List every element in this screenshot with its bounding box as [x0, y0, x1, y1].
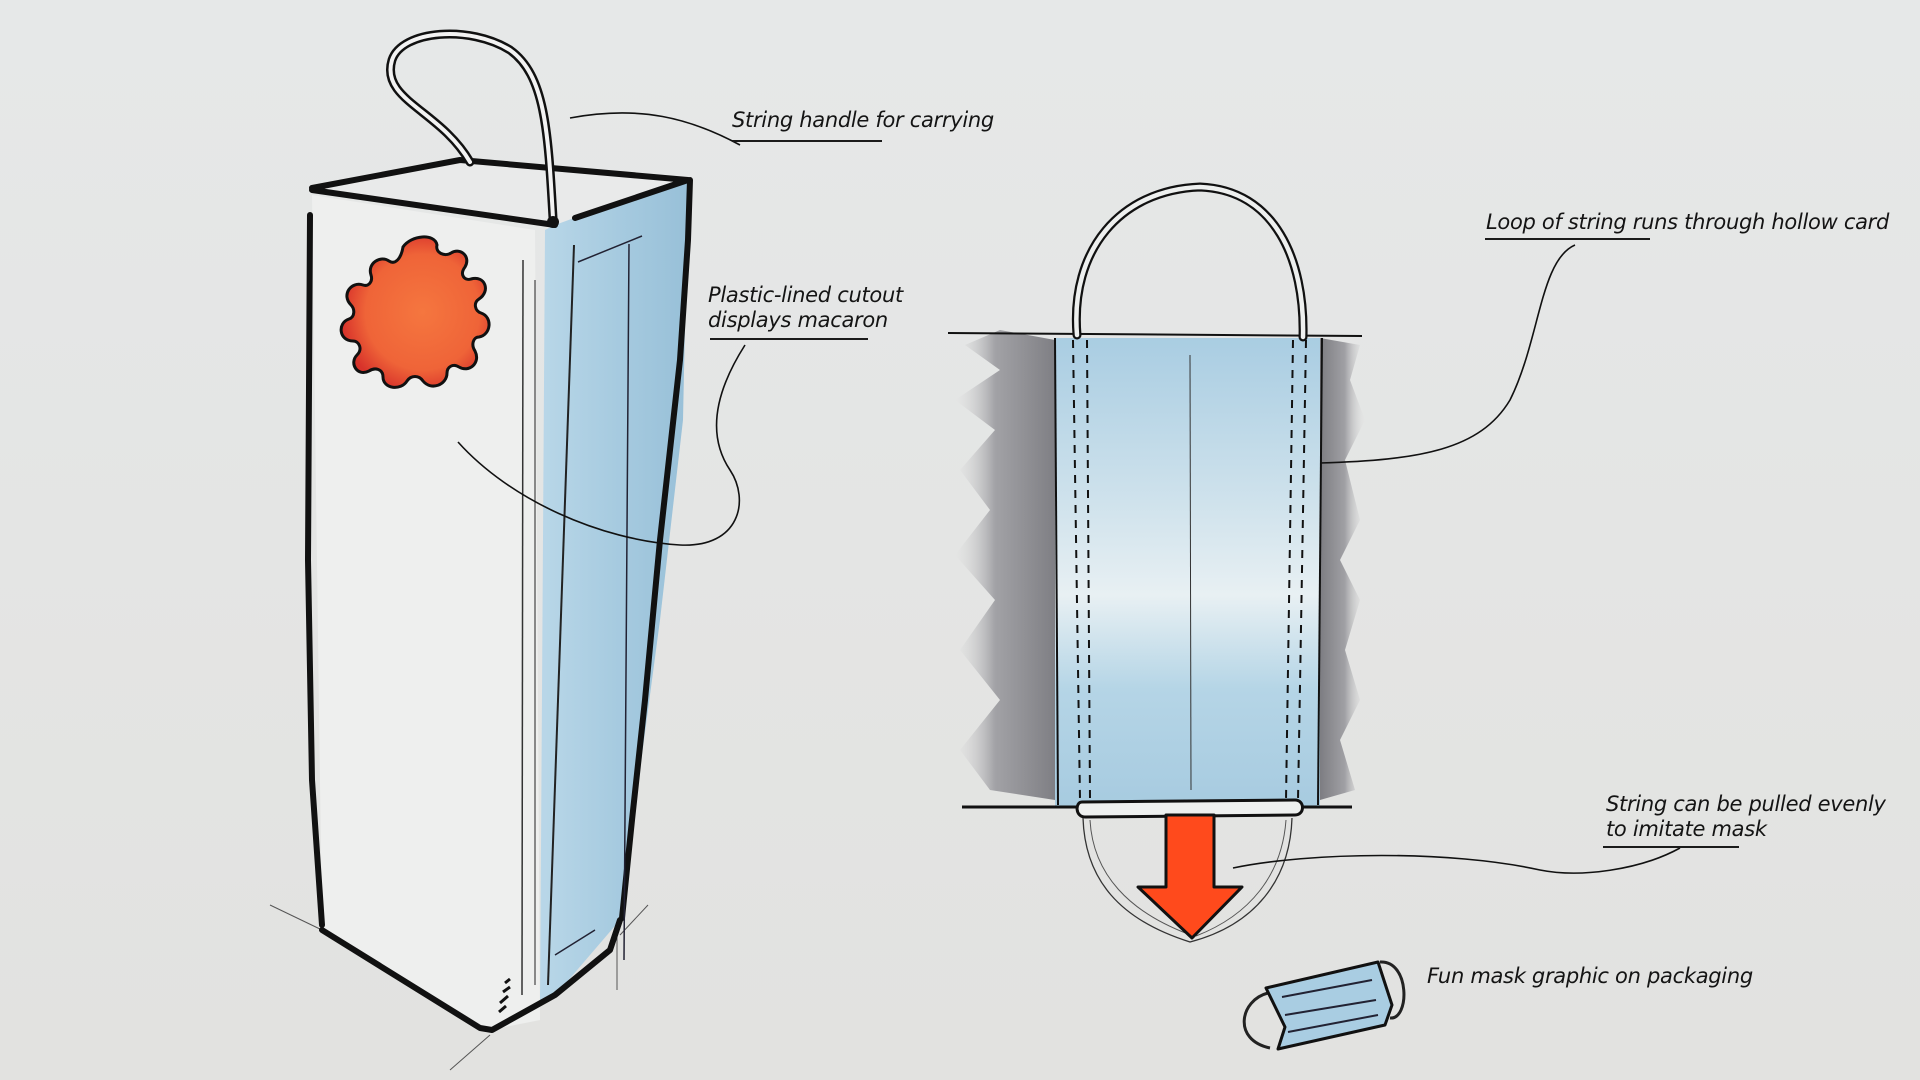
annotation-underline: [1603, 846, 1739, 848]
pulled-string-ghost: [1082, 817, 1293, 943]
card-strip-left-edge: [1054, 337, 1059, 806]
construction-line: [449, 1034, 491, 1071]
mask-ear-loop-right: [1379, 960, 1406, 1020]
annotation-text: to imitate mask: [1606, 817, 1767, 841]
mask-ear-loop-left: [1242, 991, 1271, 1050]
leader-line-loop: [1319, 244, 1576, 464]
box-corner-edge: [547, 244, 575, 986]
annotation-loop-of-string: Loop of string runs through hollow card: [1486, 210, 1889, 235]
annotation-plastic-cutout: Plastic-lined cutout displays macaron: [708, 283, 903, 333]
card-shading-left: [955, 330, 1055, 800]
hidden-string-left: [1072, 339, 1091, 801]
box-side-panel-lines: [554, 235, 643, 961]
card-shading-right: [1320, 338, 1365, 800]
card-center-fold: [1189, 354, 1192, 791]
annotation-underline: [732, 140, 882, 142]
string-handle-inner: [388, 32, 555, 220]
card-top-edge: [947, 332, 1363, 337]
annotation-pull-string: String can be pulled evenly to imitate m…: [1606, 792, 1886, 842]
box-side-face-blue: [540, 182, 688, 1000]
annotation-string-handle: String handle for carrying: [732, 108, 994, 133]
annotation-text: Plastic-lined cutout: [708, 283, 903, 307]
hidden-string-right: [1285, 339, 1307, 801]
card-strip-right-edge: [1317, 337, 1323, 806]
box-outline-left-edge: [304, 212, 325, 928]
leader-line-plastic-cutout: [457, 344, 746, 546]
annotation-text: String can be pulled evenly: [1606, 792, 1886, 816]
hollow-card-diagram: [947, 182, 1365, 943]
leader-line-pull: [1232, 847, 1681, 874]
mask-body: [1264, 960, 1394, 1051]
box-hatch-marks: [498, 977, 511, 1014]
box-outline-bottom: [319, 917, 623, 1033]
packaging-box-sketch: [269, 29, 693, 1071]
annotation-text: Loop of string runs through hollow card: [1486, 210, 1889, 234]
box-outline-right-edge: [619, 177, 693, 921]
box-front-face: [312, 195, 540, 1030]
mask-pleats: [1281, 979, 1379, 1033]
annotation-text: displays macaron: [708, 308, 888, 332]
macaron-cutout-icon: [339, 235, 491, 389]
annotation-mask-graphic: Fun mask graphic on packaging: [1427, 964, 1753, 989]
leader-line-string-handle: [569, 112, 741, 146]
face-mask-icon: [1242, 960, 1406, 1051]
card-blue-strip: [1055, 338, 1320, 806]
annotation-underline: [1485, 238, 1650, 240]
handle-anchor-knot: [547, 216, 559, 228]
annotation-text: Fun mask graphic on packaging: [1427, 964, 1753, 988]
annotation-underline: [710, 338, 868, 340]
string-loop-arch: [1071, 182, 1308, 342]
construction-line: [269, 904, 323, 931]
annotation-text: String handle for carrying: [732, 108, 994, 132]
string-loop-arch-inner: [1074, 184, 1306, 340]
pulled-string-ghost: [1089, 819, 1287, 937]
arrow-down-icon: [1136, 813, 1244, 940]
box-outline: [309, 157, 691, 228]
box-corner-edge: [521, 259, 524, 996]
string-pull-bar: [1075, 798, 1304, 819]
